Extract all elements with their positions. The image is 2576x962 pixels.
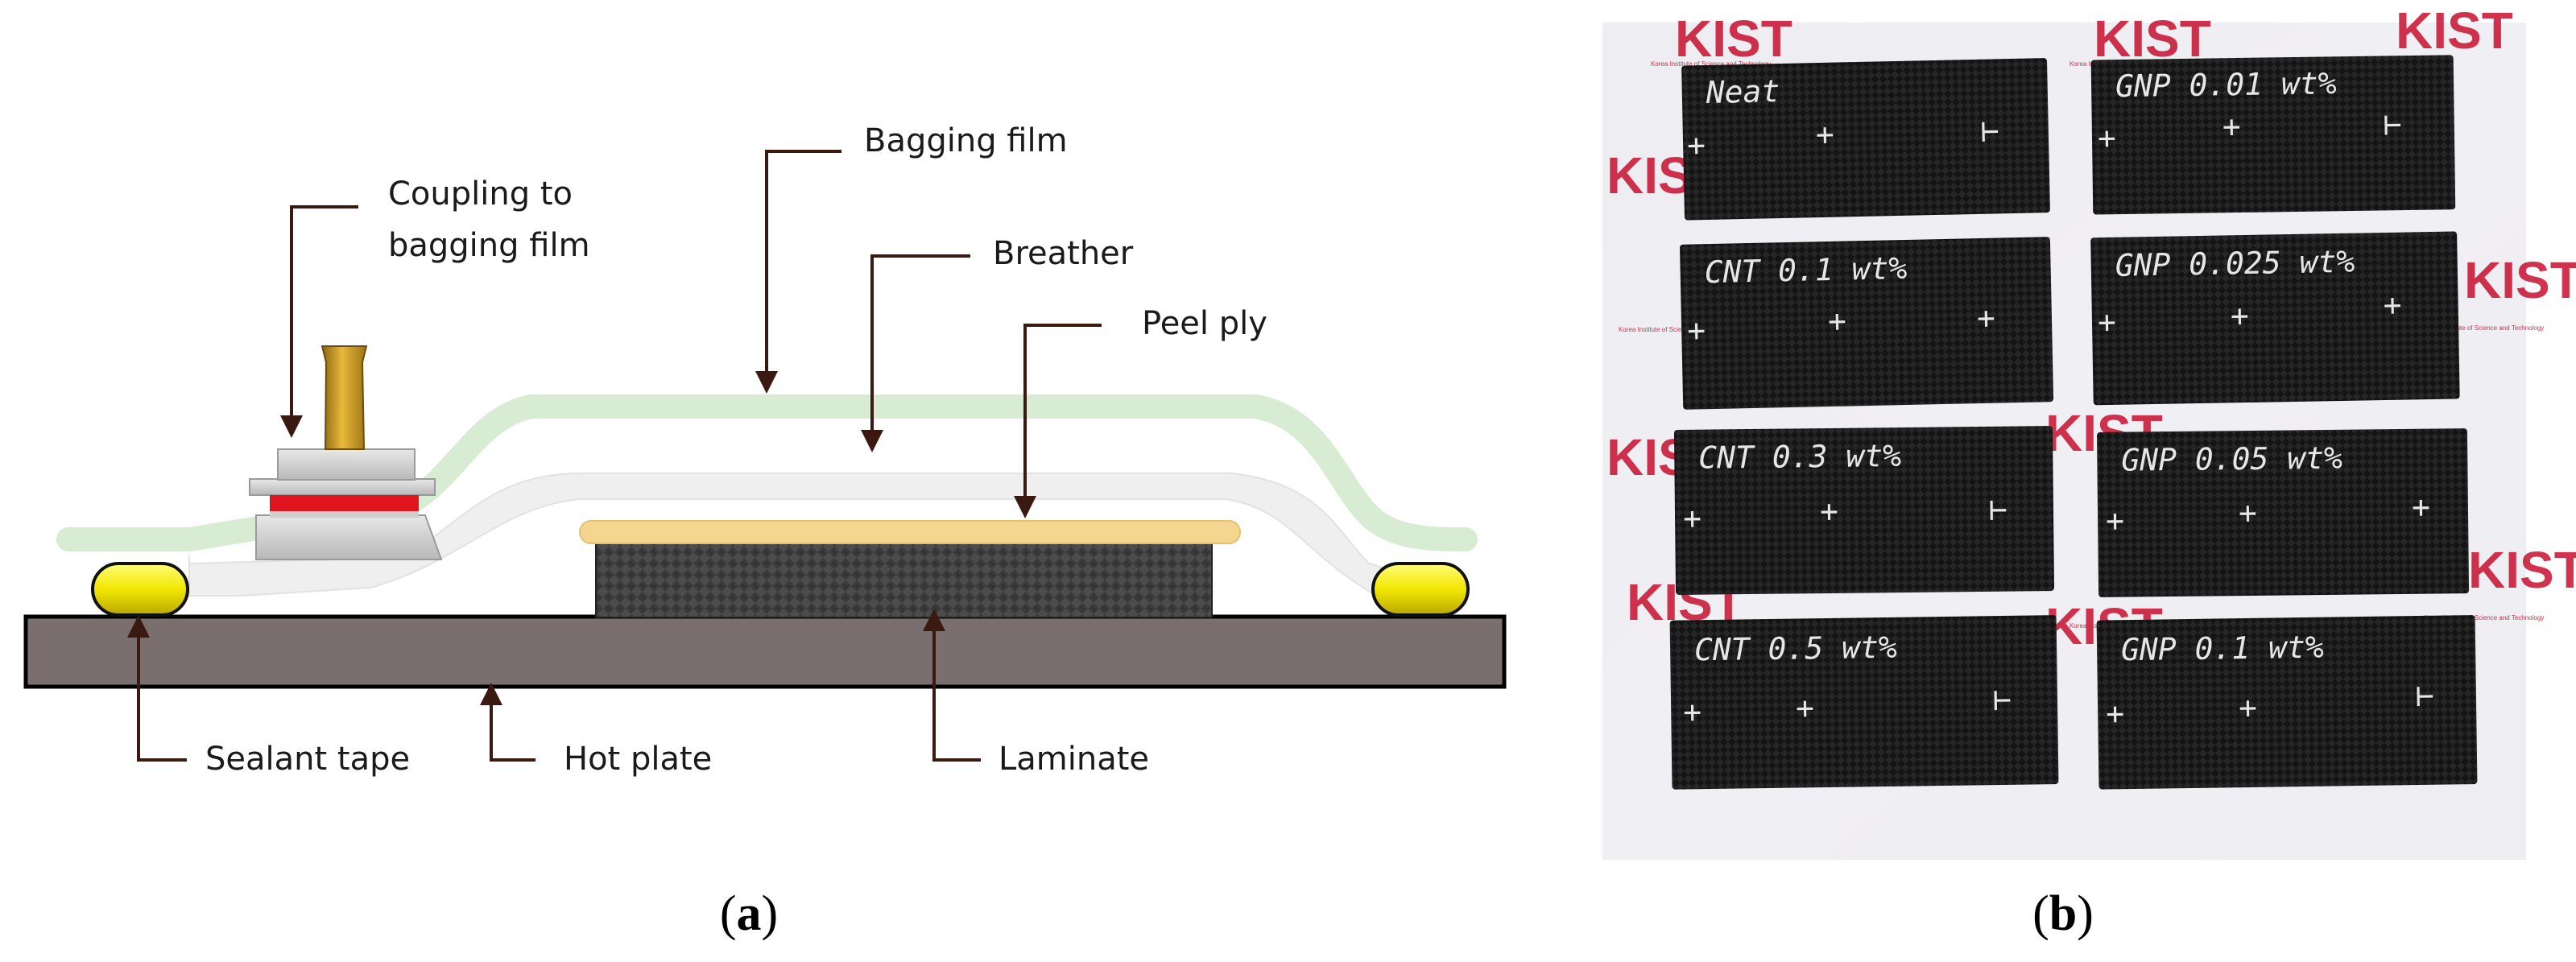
label-coupling-line1: Coupling to [388, 175, 573, 213]
coupling-leader [280, 205, 358, 438]
svg-text:⊢: ⊢ [1989, 492, 2007, 527]
watermark-subtitle: Korea Institute of Science and Technolog… [1619, 326, 1739, 333]
laminate-leader [923, 609, 981, 762]
svg-text:+: + [1683, 501, 1701, 536]
label-sealant-tape: Sealant tape [205, 741, 410, 778]
sealant-tape-leader [127, 615, 187, 762]
svg-text:+: + [2106, 696, 2125, 731]
svg-text:+: + [2106, 503, 2124, 539]
specimen-cnt-05: CNT 0.5 wt% + ⊢ + [1669, 615, 2059, 790]
hot-plate [23, 614, 1507, 689]
specimen-label: CNT 0.1 wt% [1704, 250, 1908, 290]
label-bagging-film: Bagging film [864, 122, 1068, 159]
svg-text:+: + [2239, 495, 2257, 531]
peel-ply-leader [1014, 324, 1102, 518]
svg-text:⊢: ⊢ [2416, 678, 2435, 713]
sealant-tape-right [1371, 562, 1470, 617]
specimen-cnt-03: CNT 0.3 wt% + ⊢ + [1673, 426, 2055, 595]
svg-text:+: + [2230, 298, 2249, 333]
specimen-plates: Neat + ⊢ + GNP 0.01 wt% + ⊢ + CNT 0.1 wt% + +… [1669, 55, 2478, 790]
caption-a: (a) [720, 886, 778, 941]
label-laminate: Laminate [999, 741, 1149, 778]
sealant-tape-left [91, 562, 189, 617]
watermark: KIST [2464, 251, 2576, 309]
svg-text:+: + [1820, 493, 1838, 529]
hot-plate-leader [480, 683, 535, 762]
label-coupling-line2: bagging film [388, 227, 590, 264]
svg-text:+: + [2222, 109, 2241, 144]
laminate [595, 543, 1213, 618]
panel-b-photo: KIST KIST KIST KIST KIST KIST KIST KIST … [1602, 2, 2576, 941]
svg-text:+: + [1683, 694, 1702, 729]
label-breather: Breather [993, 235, 1134, 272]
specimen-neat: Neat + ⊢ + [1681, 58, 2050, 221]
bagging-film-leader [755, 150, 841, 394]
specimen-gnp-0025: GNP 0.025 wt% + + + [2090, 231, 2460, 406]
svg-text:⊢: ⊢ [1993, 682, 2012, 717]
watermark-subtitle: Korea Institute of Science and Technolog… [2424, 614, 2544, 621]
specimen-gnp-01: GNP 0.1 wt% + ⊢ + [2096, 615, 2478, 790]
specimen-label: CNT 0.5 wt% [1694, 630, 1897, 668]
svg-text:⊢: ⊢ [2383, 106, 2402, 142]
svg-text:+: + [2412, 489, 2430, 525]
watermark-subtitle: Korea Institute of Science and Technolog… [2424, 324, 2544, 332]
watermark: KIST [2094, 10, 2211, 68]
specimen-label: GNP 0.05 wt% [2121, 440, 2342, 478]
svg-text:+: + [1687, 312, 1706, 348]
specimen-label: CNT 0.3 wt% [1698, 438, 1901, 476]
svg-text:+: + [2239, 690, 2258, 725]
specimen-label: GNP 0.01 wt% [2115, 65, 2337, 104]
watermark-subtitle: Korea Institute of Science and Technolog… [1651, 60, 1771, 68]
caption-b: (b) [2032, 886, 2094, 941]
svg-text:+: + [1828, 303, 1847, 339]
leader-lines [127, 150, 1102, 762]
specimen-label: GNP 0.025 wt% [2115, 244, 2355, 283]
svg-text:+: + [1796, 690, 1815, 725]
coupling-assembly [249, 345, 443, 560]
specimen-cnt-01: CNT 0.1 wt% + + + [1680, 237, 2054, 410]
svg-text:+: + [2383, 287, 2402, 323]
panel-a-diagram: Coupling to bagging film Bagging film Br… [23, 122, 1507, 941]
label-hot-plate: Hot plate [564, 741, 712, 778]
watermark: KIST [2396, 2, 2513, 60]
watermark: KIST [1675, 10, 1792, 68]
specimen-label: Neat [1705, 73, 1780, 110]
peel-ply [579, 520, 1241, 544]
svg-text:+: + [1976, 300, 1995, 336]
label-peel-ply: Peel ply [1142, 305, 1267, 342]
watermark: KIST [2468, 541, 2576, 599]
svg-text:+: + [1815, 117, 1834, 152]
svg-text:+: + [2098, 120, 2117, 155]
specimen-gnp-005: GNP 0.05 wt% + + + [2097, 428, 2470, 597]
breather-leader [861, 254, 970, 452]
specimen-label: GNP 0.1 wt% [2121, 630, 2324, 668]
svg-text:+: + [2098, 304, 2117, 340]
specimen-gnp-001: GNP 0.01 wt% + ⊢ + [2090, 55, 2456, 215]
svg-text:⊢: ⊢ [1980, 113, 1999, 148]
svg-text:+: + [1687, 127, 1706, 163]
